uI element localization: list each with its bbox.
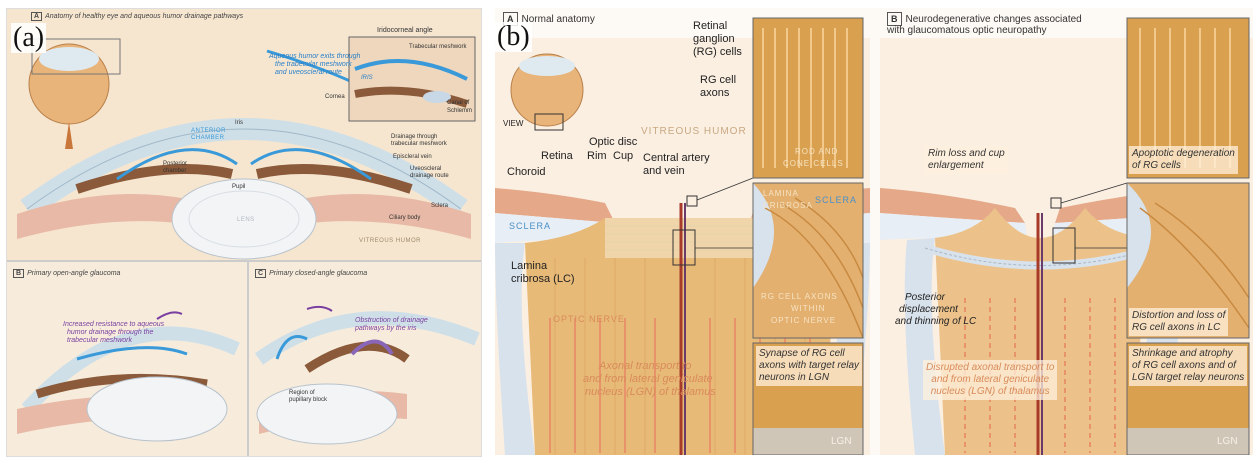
label-sclera-b: SCLERA bbox=[509, 220, 551, 232]
label-view: VIEW bbox=[503, 118, 523, 130]
label-axonal-2: and from lateral geniculate bbox=[583, 373, 713, 385]
label-aqueous-exits-2: the trabecular meshwork bbox=[275, 61, 352, 69]
label-distortion-2: RG cell axons in LC bbox=[1132, 322, 1225, 334]
label-shrinkage: Shrinkage and atrophy of RG cell axons a… bbox=[1129, 346, 1247, 386]
label-rg-within-3: OPTIC NERVE bbox=[771, 315, 836, 327]
label-trabecular-meshwork-inset: Trabecular meshwork bbox=[409, 43, 466, 51]
label-shrinkage-2: of RG cell axons and of bbox=[1132, 360, 1244, 372]
label-apoptotic-1: Apoptotic degeneration bbox=[1132, 148, 1235, 160]
label-iris: Iris bbox=[235, 119, 243, 127]
panel-a-illustration bbox=[7, 9, 481, 456]
label-synapse: Synapse of RG cell axons with target rel… bbox=[756, 346, 862, 386]
panel-b-b-header-2: with glaucomatous optic neuropathy bbox=[887, 25, 1047, 37]
label-rg-axons-2: axons bbox=[700, 87, 729, 99]
label-episcleral-vein: Episcleral vein bbox=[393, 153, 432, 161]
label-synapse-3: neurons in LGN bbox=[759, 372, 859, 384]
label-lamina-box-1: LAMINA bbox=[763, 188, 799, 200]
label-synapse-2: axons with target relay bbox=[759, 360, 859, 372]
label-increased-resistance-3: trabecular meshwork bbox=[67, 337, 132, 345]
label-vitreous-humor-b: VITREOUS HUMOR bbox=[641, 126, 747, 138]
label-posterior-disp-3: and thinning of LC bbox=[895, 316, 976, 328]
label-canal-of-schlemm-2: Schlemm bbox=[447, 107, 472, 115]
label-lamina-lc-2: cribrosa (LC) bbox=[511, 273, 575, 285]
label-increased-resistance-2: humor drainage through the bbox=[67, 329, 153, 337]
label-retinal-ganglion-3: (RG) cells bbox=[693, 46, 742, 58]
panel-a-tag: (a) bbox=[11, 23, 46, 53]
label-optic-nerve: OPTIC NERVE bbox=[553, 313, 625, 325]
label-lamina-lc-1: Lamina bbox=[511, 260, 547, 272]
label-sclera: Sclera bbox=[431, 202, 448, 210]
label-apoptotic-2: of RG cells bbox=[1132, 160, 1235, 172]
label-pupillary-block-2: pupillary block bbox=[289, 396, 327, 404]
label-retina: Retina bbox=[541, 150, 573, 162]
label-synapse-1: Synapse of RG cell bbox=[759, 348, 859, 360]
label-distortion: Distortion and loss of RG cell axons in … bbox=[1129, 308, 1228, 336]
label-posterior-disp-1: Posterior bbox=[905, 292, 945, 304]
label-posterior-chamber-2: chamber bbox=[163, 167, 186, 175]
label-increased-resistance-1: Increased resistance to aqueous bbox=[63, 321, 164, 329]
panel-b-tag: (b) bbox=[495, 22, 532, 52]
label-cup: Cup bbox=[613, 150, 633, 162]
label-aqueous-exits-1: Aqueous humor exits through bbox=[269, 53, 360, 61]
label-rim-loss-2: enlargement bbox=[928, 160, 1005, 172]
label-ciliary-body: Ciliary body bbox=[389, 214, 420, 222]
label-apoptotic: Apoptotic degeneration of RG cells bbox=[1129, 146, 1238, 174]
label-axonal-3: nucleus (LGN) of thalamus bbox=[585, 386, 716, 398]
label-optic-disc: Optic disc bbox=[589, 136, 637, 148]
label-choroid: Choroid bbox=[507, 166, 546, 178]
label-rim: Rim bbox=[587, 150, 607, 162]
label-iris-inset: IRIS bbox=[361, 74, 373, 82]
label-rod-cone-1: ROD AND bbox=[795, 146, 838, 158]
label-rg-axons-1: RG cell bbox=[700, 74, 736, 86]
label-disrupted-1: Disrupted axonal transport to bbox=[926, 362, 1054, 374]
label-disrupted-2: and from lateral geniculate bbox=[926, 374, 1054, 386]
label-rg-within-2: WITHIN bbox=[791, 303, 825, 315]
label-retinal-ganglion-1: Retinal bbox=[693, 20, 727, 32]
label-lgn-a: LGN bbox=[831, 436, 852, 448]
label-lamina-box-2: CRIBROSA bbox=[763, 200, 813, 212]
label-rg-within-1: RG CELL AXONS bbox=[761, 291, 838, 303]
label-canal-of-schlemm-1: Canal of bbox=[447, 99, 469, 107]
label-retinal-ganglion-2: ganglion bbox=[693, 33, 735, 45]
label-central-artery-1: Central artery bbox=[643, 152, 710, 164]
label-rod-cone-2: CONE CELLS bbox=[783, 158, 844, 170]
label-obstruction-2: pathways by the iris bbox=[355, 325, 416, 333]
label-shrinkage-3: LGN target relay neurons bbox=[1132, 372, 1244, 384]
label-obstruction-1: Obstruction of drainage bbox=[355, 317, 428, 325]
label-distortion-1: Distortion and loss of bbox=[1132, 310, 1225, 322]
label-iridocorneal-angle: Iridocorneal angle bbox=[377, 27, 433, 35]
label-axonal-1: Axonal transport to bbox=[599, 360, 691, 372]
label-uveoscleral-2: drainage route bbox=[410, 172, 449, 180]
label-anterior-chamber-2: CHAMBER bbox=[191, 134, 225, 142]
label-vitreous-humor: VITREOUS HUMOR bbox=[359, 237, 421, 245]
label-pupil: Pupil bbox=[232, 183, 245, 191]
label-central-artery-2: and vein bbox=[643, 165, 685, 177]
label-posterior-disp-2: displacement bbox=[899, 304, 958, 316]
label-disrupted: Disrupted axonal transport to and from l… bbox=[923, 360, 1057, 400]
label-cornea: Cornea bbox=[325, 93, 345, 101]
label-sclera-box: SCLERA bbox=[815, 194, 857, 206]
label-lgn-b: LGN bbox=[1217, 436, 1238, 448]
label-lens: LENS bbox=[237, 216, 255, 224]
label-aqueous-exits-3: and uveoscleral route bbox=[275, 69, 342, 77]
label-rim-loss-1: Rim loss and cup bbox=[928, 148, 1005, 160]
label-shrinkage-1: Shrinkage and atrophy bbox=[1132, 348, 1244, 360]
label-rim-loss: Rim loss and cup enlargement bbox=[925, 146, 1008, 174]
label-disrupted-3: nucleus (LGN) of thalamus bbox=[926, 386, 1054, 398]
label-drainage-tm-2: trabecular meshwork bbox=[391, 140, 447, 148]
